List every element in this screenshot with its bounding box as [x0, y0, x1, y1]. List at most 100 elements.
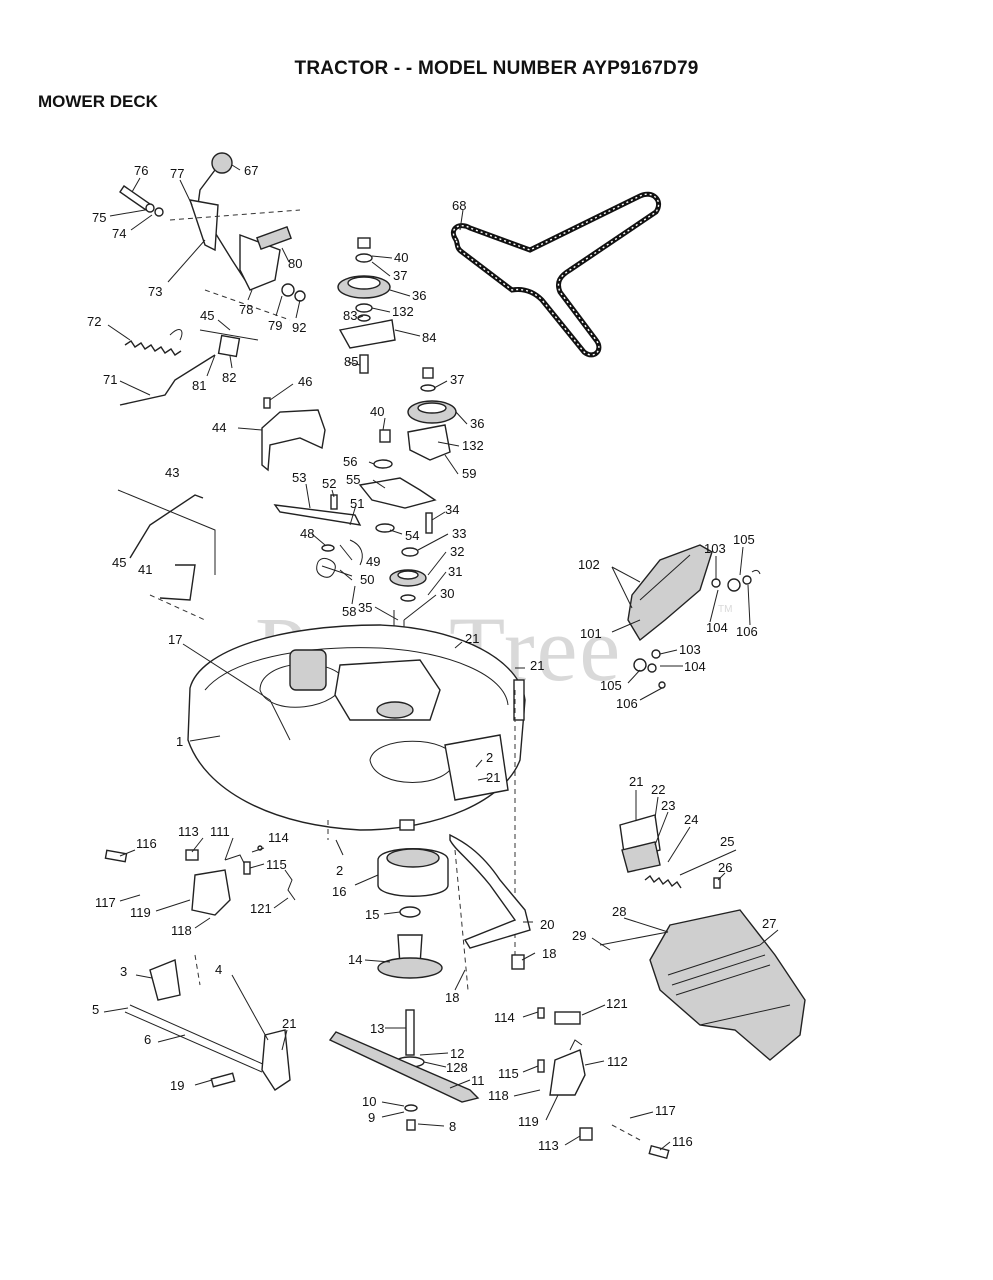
watermark-trademark: TM [718, 604, 732, 615]
chute-ribs [667, 944, 771, 996]
callout-6: 6 [144, 1032, 151, 1047]
callout-24: 24 [684, 812, 698, 827]
chute-spring [644, 874, 682, 889]
callout-103a: 103 [704, 541, 726, 556]
hanger-block [621, 841, 661, 873]
callout-102: 102 [578, 557, 600, 572]
bolt [330, 494, 338, 510]
callout-78: 78 [239, 302, 253, 317]
left-spindle-pulley-group [337, 237, 396, 374]
pivot-pin [119, 185, 151, 211]
callout-115b: 115 [498, 1066, 519, 1081]
bolt [425, 512, 433, 534]
callout-56: 56 [343, 454, 357, 469]
washer [373, 459, 393, 469]
callout-21b: 21 [530, 658, 544, 673]
callout-30: 30 [440, 586, 454, 601]
washer [375, 523, 395, 533]
belt-guard [338, 319, 396, 349]
hanger-arm [224, 854, 246, 866]
callout-11: 11 [471, 1073, 485, 1088]
hook [199, 329, 259, 341]
callout-22: 22 [651, 782, 665, 797]
callout-104b: 104 [684, 659, 706, 674]
callout-51: 51 [350, 496, 364, 511]
chute-edge [699, 1004, 791, 1026]
callout-18a: 18 [542, 946, 556, 961]
callout-117a: 117 [95, 895, 116, 910]
callout-114a: 114 [268, 830, 289, 845]
blade-adapter-top [386, 848, 440, 868]
washer [154, 207, 164, 217]
washer [711, 578, 721, 588]
callout-113a: 113 [178, 824, 199, 839]
callout-28: 28 [612, 904, 626, 919]
callout-14: 14 [348, 952, 362, 967]
drive-belt [450, 191, 662, 358]
rear-lift-link [449, 833, 531, 991]
nut [579, 1127, 593, 1141]
callout-49: 49 [366, 554, 380, 569]
screw [537, 1007, 545, 1019]
callout-44: 44 [212, 420, 226, 435]
callout-74: 74 [112, 226, 126, 241]
callout-9: 9 [368, 1110, 375, 1125]
callout-59: 59 [462, 466, 476, 481]
lever-grip [256, 225, 292, 251]
discharge-chute [599, 909, 806, 1061]
callout-103b: 103 [679, 642, 701, 657]
deck-idler [376, 701, 414, 719]
callout-121a: 121 [250, 901, 272, 916]
callout-132: 132 [392, 304, 414, 319]
rear-bracket [261, 1029, 291, 1091]
callout-45: 45 [200, 308, 214, 323]
hanger-bracket [549, 1049, 586, 1096]
callout-21e: 21 [282, 1016, 296, 1031]
belt-keeper [627, 544, 713, 642]
callout-105a: 105 [733, 532, 755, 547]
idler-link [349, 539, 363, 566]
callout-5: 5 [92, 1002, 99, 1017]
callout-12: 12 [450, 1046, 464, 1061]
callout-19: 19 [170, 1078, 184, 1093]
stabilizer-rod [129, 1004, 266, 1066]
section-title: MOWER DECK [38, 92, 158, 111]
hanger-bracket [191, 869, 231, 916]
right-spindle-pulley-group [373, 367, 457, 469]
callout-48: 48 [300, 526, 314, 541]
callout-40b: 40 [370, 404, 384, 419]
discharge-mount [444, 734, 509, 801]
deck-rim [204, 647, 509, 706]
callout-115a: 115 [266, 857, 287, 872]
callout-104a: 104 [706, 620, 728, 635]
callout-132b: 132 [462, 438, 484, 453]
assembly-dash [454, 849, 469, 991]
belt-keeper-edge [639, 554, 691, 601]
callout-35: 35 [358, 600, 372, 615]
spacer [727, 578, 741, 592]
callout-117b: 117 [655, 1103, 676, 1118]
callout-4: 4 [215, 962, 222, 977]
callout-41: 41 [138, 562, 152, 577]
idler-spring [316, 557, 353, 578]
callout-20: 20 [540, 917, 554, 932]
callout-92: 92 [292, 320, 306, 335]
callout-52: 52 [322, 476, 336, 491]
callout-46: 46 [298, 374, 312, 389]
hanger-arm [569, 1039, 583, 1051]
nut [294, 290, 306, 302]
callout-1: 1 [176, 734, 183, 749]
callout-75: 75 [92, 210, 106, 225]
callout-114b: 114 [494, 1010, 515, 1025]
leader-lines [103, 164, 779, 1151]
lift-link [129, 494, 204, 559]
callout-29: 29 [572, 928, 586, 943]
callout-83: 83 [343, 308, 357, 323]
callout-54: 54 [405, 528, 419, 543]
washer [357, 314, 371, 322]
spindle-flange [377, 957, 443, 979]
deck-shell [187, 624, 526, 831]
callout-72: 72 [87, 314, 101, 329]
callout-55: 55 [346, 472, 360, 487]
assembly-dash [149, 594, 206, 621]
